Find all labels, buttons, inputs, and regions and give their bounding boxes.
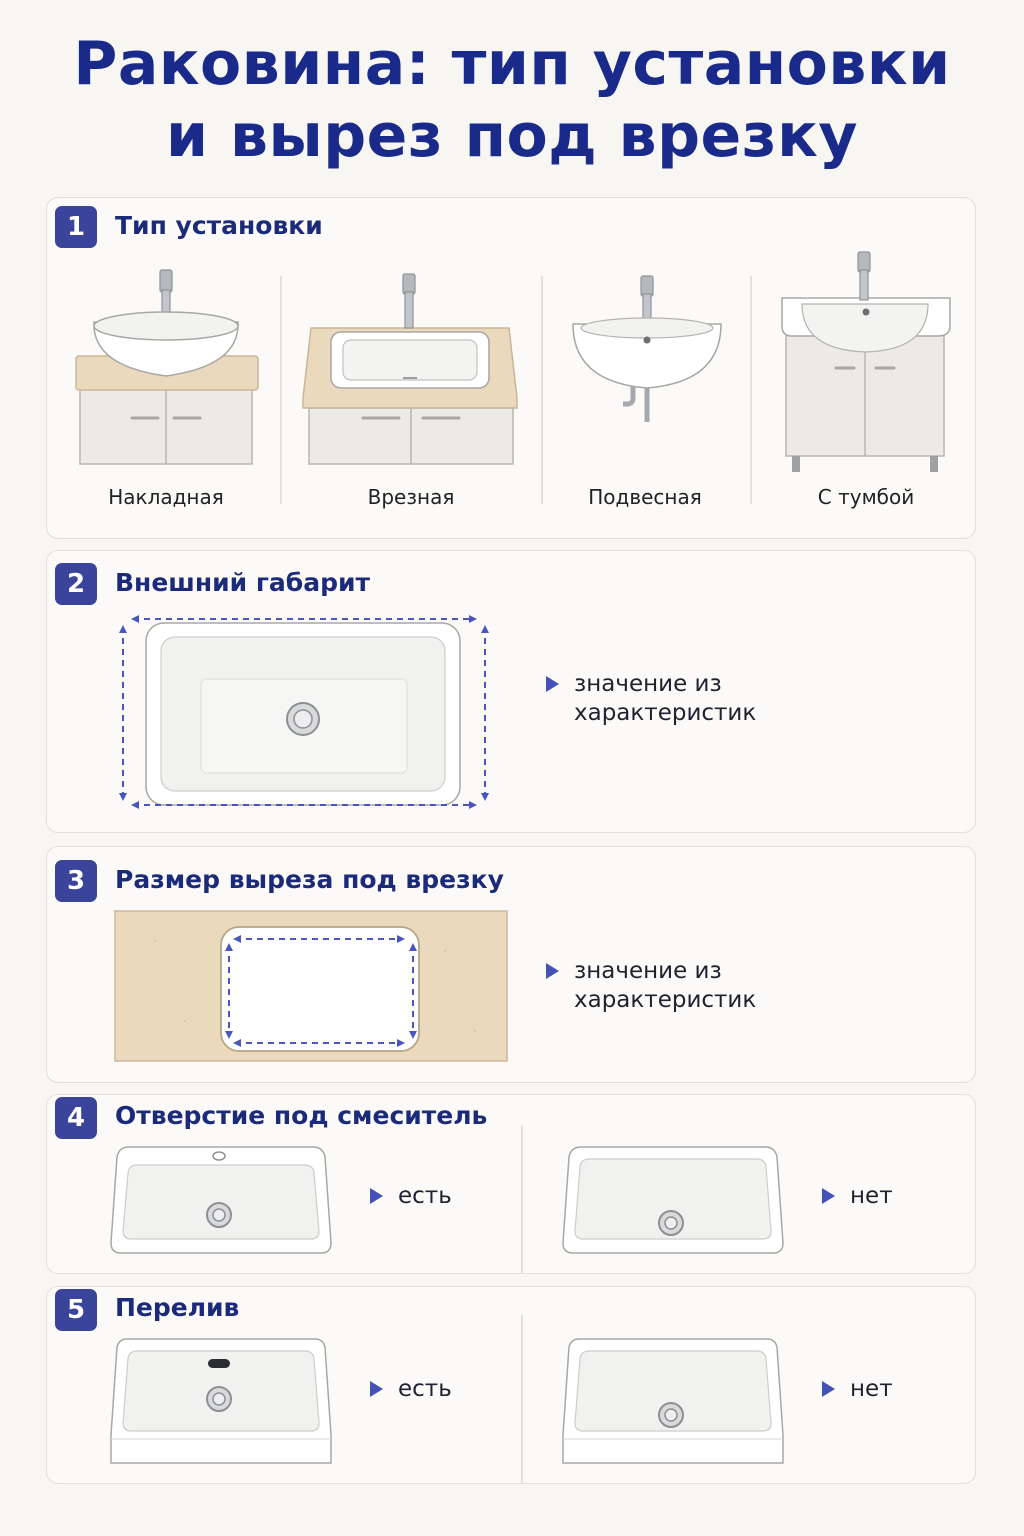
cutout-size-note: значение из характеристик <box>546 957 774 1015</box>
section-title: Тип установки <box>115 211 323 240</box>
section-faucet-hole: 4 Отверстие под смеситель есть нет <box>46 1094 976 1274</box>
cutout-dimension-diagram <box>114 910 508 1062</box>
bullet-arrow-icon <box>822 1381 835 1397</box>
install-type-label-inset: Врезная <box>367 485 455 509</box>
sink-with-overflow-illustration <box>110 1338 332 1464</box>
bullet-arrow-icon <box>370 1188 383 1204</box>
divider <box>521 1315 523 1483</box>
bullet-arrow-icon <box>822 1188 835 1204</box>
sink-without-overflow-illustration <box>562 1338 784 1464</box>
section-number-badge: 5 <box>55 1289 97 1331</box>
install-type-label-vessel: Накладная <box>108 485 224 509</box>
page-title: Раковина: тип установки и вырез под врез… <box>0 28 1024 172</box>
divider <box>541 276 543 504</box>
section-cutout-size: 3 Размер выреза под врезку значение из х… <box>46 846 976 1083</box>
sink-with-faucet-hole-illustration <box>110 1146 332 1254</box>
overflow-no-option: нет <box>822 1375 893 1404</box>
section-overflow: 5 Перелив есть нет <box>46 1286 976 1484</box>
outer-dimension-diagram <box>119 615 489 809</box>
section-title: Перелив <box>115 1293 240 1322</box>
section-title: Размер выреза под врезку <box>115 865 504 894</box>
divider <box>750 276 752 504</box>
section-number-badge: 4 <box>55 1097 97 1139</box>
section-install-type: 1 Тип установки <box>46 197 976 539</box>
outer-dimension-note: значение из характеристик <box>546 670 774 728</box>
section-number-badge: 1 <box>55 206 97 248</box>
vanity-sink-illustration <box>781 251 951 472</box>
bullet-arrow-icon <box>546 676 559 692</box>
bullet-arrow-icon <box>370 1381 383 1397</box>
section-title: Отверстие под смеситель <box>115 1101 488 1130</box>
sink-without-faucet-hole-illustration <box>562 1146 784 1254</box>
section-title: Внешний габарит <box>115 568 371 597</box>
install-type-label-wall-hung: Подвесная <box>588 485 702 509</box>
wall-hung-sink-illustration <box>572 275 722 422</box>
overflow-yes-option: есть <box>370 1375 452 1404</box>
faucet-hole-yes-option: есть <box>370 1182 452 1211</box>
divider <box>521 1125 523 1273</box>
section-number-badge: 3 <box>55 860 97 902</box>
page-title-line-1: Раковина: тип установки <box>73 29 951 99</box>
page-title-line-2: и вырез под врезку <box>166 101 858 171</box>
install-type-label-vanity: С тумбой <box>817 485 915 509</box>
faucet-hole-no-option: нет <box>822 1182 893 1211</box>
section-outer-dimensions: 2 Внешний габарит значение из характерис… <box>46 550 976 833</box>
section-number-badge: 2 <box>55 563 97 605</box>
divider <box>280 276 282 504</box>
vessel-sink-illustration <box>75 269 259 465</box>
bullet-arrow-icon <box>546 963 559 979</box>
inset-sink-illustration <box>302 273 518 465</box>
